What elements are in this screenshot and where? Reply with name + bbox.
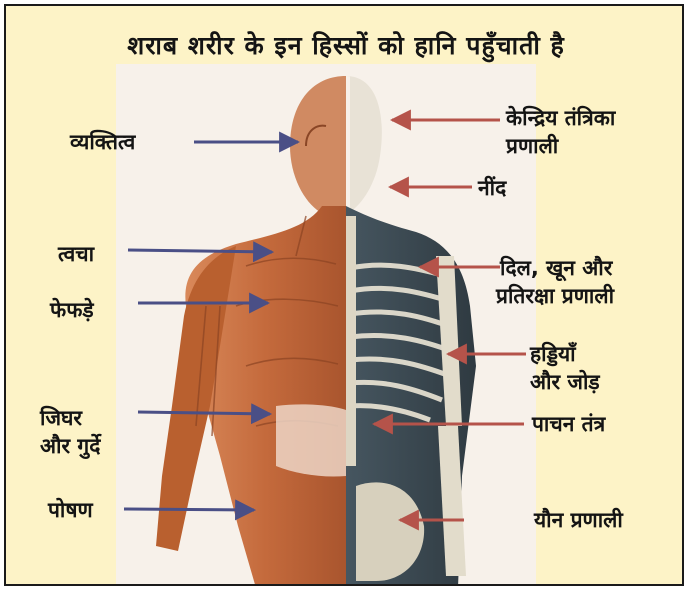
label-reproductive: यौन प्रणाली (534, 506, 623, 534)
diagram-frame: शराब शरीर के इन हिस्सों को हानि पहुँचाती… (4, 4, 684, 586)
label-sleep: नींद (478, 174, 506, 202)
label-nutrition: पोषण (48, 496, 93, 524)
label-bones-joints: हड्डियाँ और जोड़ (530, 340, 600, 396)
label-digestive: पाचन तंत्र (532, 410, 605, 438)
label-heart-blood-immune: दिल, खून और प्रतिरक्षा प्रणाली (496, 254, 614, 310)
label-personality: व्यक्तित्व (70, 128, 135, 156)
label-skin: त्वचा (58, 240, 94, 268)
arrow-skin (128, 250, 272, 252)
label-lungs: फेफड़े (50, 296, 94, 324)
label-cns: केन्द्रिय तंत्रिका प्रणाली (506, 104, 615, 160)
arrow-liver-kidneys (138, 412, 270, 414)
arrow-nutrition (124, 509, 254, 510)
label-liver-kidneys: जिघर और गुर्दे (40, 404, 100, 460)
